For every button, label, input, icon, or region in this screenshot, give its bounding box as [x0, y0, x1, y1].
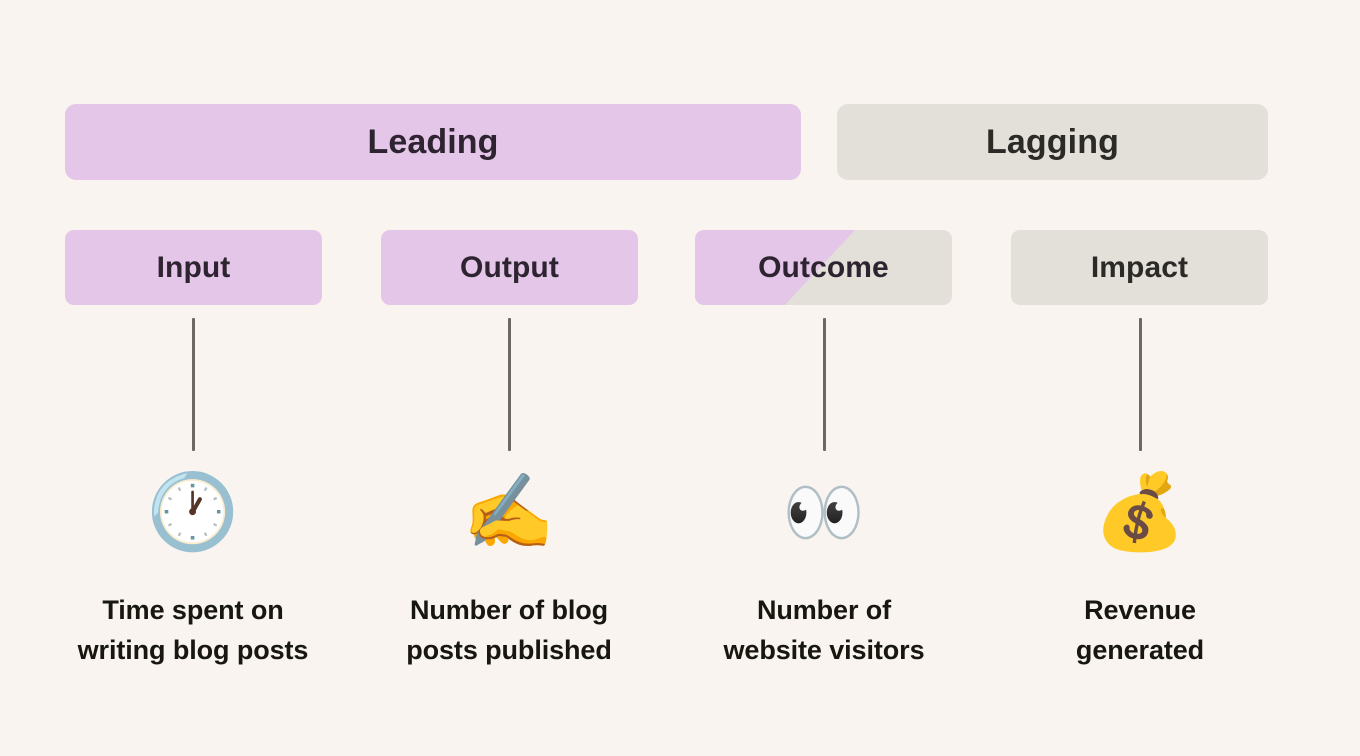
connector-line-outcome — [823, 318, 826, 451]
metric-outcome-caption: Number of website visitors — [723, 595, 925, 665]
metric-impact-caption: Revenue generated — [1075, 595, 1205, 665]
stage-chip-output-label: Output — [460, 250, 559, 284]
metric-input-caption: Time spent on writing blog posts — [77, 595, 309, 665]
stage-chip-outcome: Outcome — [695, 230, 952, 305]
group-bar-leading: Leading — [65, 104, 801, 180]
eyes-emoji: 👀 — [782, 475, 866, 549]
money-bag-emoji: 💰 — [1093, 470, 1187, 553]
metric-impact: 💰 Revenue generated — [990, 468, 1290, 670]
metric-input: 🕐 Time spent on writing blog posts — [43, 468, 343, 670]
group-bar-leading-label: Leading — [367, 122, 499, 161]
stage-chip-input-label: Input — [156, 250, 231, 284]
metric-outcome: 👀 Number of website visitors — [674, 468, 974, 670]
connector-line-input — [192, 318, 195, 451]
metric-output: ✍️ Number of blog posts published — [359, 468, 659, 670]
stage-chip-output: Output — [381, 230, 638, 305]
writing-hand-emoji: ✍️ — [462, 470, 556, 553]
stage-chip-impact-label: Impact — [1090, 250, 1189, 284]
group-bar-lagging: Lagging — [837, 104, 1268, 180]
stage-chip-input: Input — [65, 230, 322, 305]
stage-chip-impact: Impact — [1011, 230, 1268, 305]
connector-line-impact — [1139, 318, 1142, 451]
stage-chip-outcome-label: Outcome — [758, 250, 889, 284]
connector-line-output — [508, 318, 511, 451]
clock-emoji: 🕐 — [146, 470, 240, 553]
metric-output-caption: Number of blog posts published — [406, 595, 612, 665]
group-bar-lagging-label: Lagging — [986, 122, 1119, 161]
